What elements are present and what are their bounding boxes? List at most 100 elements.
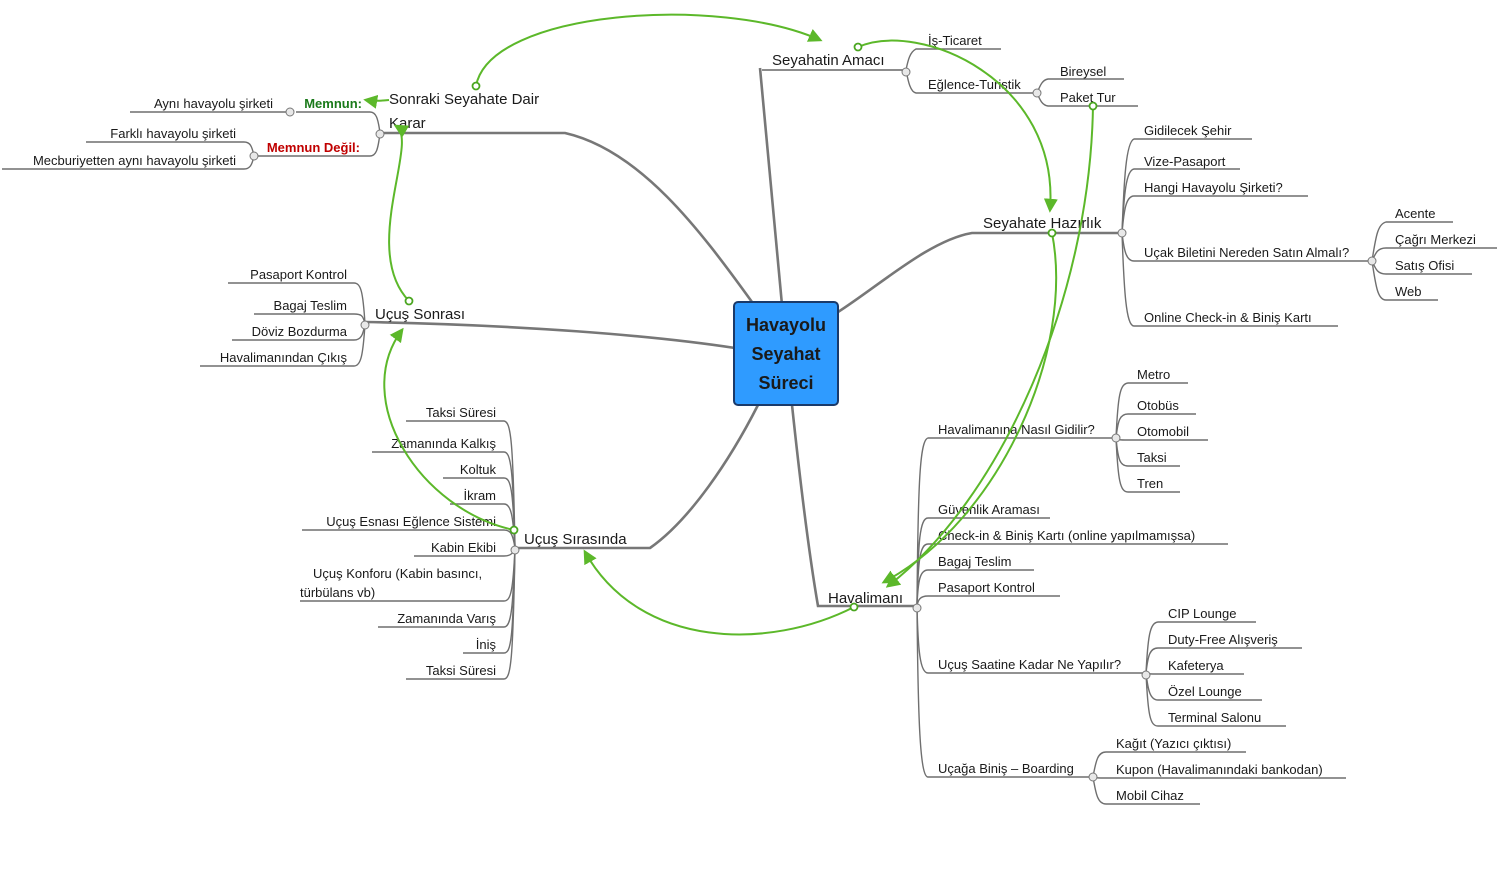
- amac-title[interactable]: Seyahatin Amacı: [772, 52, 885, 69]
- arrow-sirasinda-to-sonrasi-start[interactable]: [509, 525, 519, 535]
- saat-sub-3[interactable]: Özel Lounge: [1168, 684, 1242, 699]
- karar-title-line1[interactable]: Sonraki Seyahate Dair: [389, 91, 539, 108]
- bilet-sub-3[interactable]: Web: [1395, 284, 1422, 299]
- binis-sub-0[interactable]: Kağıt (Yazıcı çıktısı): [1116, 736, 1231, 751]
- bilet-sub-1[interactable]: Çağrı Merkezi: [1395, 232, 1476, 247]
- saat-sub-1[interactable]: Duty-Free Alışveriş: [1168, 632, 1278, 647]
- sonrasi-item-2[interactable]: Döviz Bozdurma: [252, 324, 348, 339]
- havalimani-bagaj[interactable]: Bagaj Teslim: [938, 554, 1011, 569]
- sonrasi-title[interactable]: Uçuş Sonrası: [375, 306, 465, 323]
- sirasinda-konfor-line2[interactable]: türbülans vb): [300, 585, 375, 600]
- saat-collapse-knob[interactable]: [1141, 670, 1151, 680]
- arrow-amac-to-hazirlik[interactable]: [857, 39, 1058, 213]
- havalimani-binis[interactable]: Uçağa Biniş – Boarding: [938, 761, 1074, 776]
- memnun-sub[interactable]: Aynı havayolu şirketi: [154, 96, 273, 111]
- amac-is[interactable]: İş-Ticaret: [928, 33, 982, 48]
- bilet-sub-0[interactable]: Acente: [1395, 206, 1435, 221]
- hazirlik-item-4[interactable]: Online Check-in & Biniş Kartı: [1144, 310, 1312, 325]
- branch-karar-line: [380, 131, 754, 303]
- sonrasi-item-1[interactable]: Bagaj Teslim: [274, 298, 347, 313]
- arrow-hazirlik-to-havalimani-start[interactable]: [1047, 228, 1057, 238]
- sirasinda-item-8[interactable]: Taksi Süresi: [426, 663, 496, 678]
- karar-collapse-knob[interactable]: [375, 129, 385, 139]
- hazirlik-title[interactable]: Seyahate Hazırlık: [983, 215, 1102, 232]
- karar-degil[interactable]: Memnun Değil:: [267, 140, 360, 155]
- arrow-sonrasi-to-karar[interactable]: [388, 124, 410, 302]
- sonrasi-item-0[interactable]: Pasaport Kontrol: [250, 267, 347, 282]
- arrow-paket-to-havalimani[interactable]: [885, 105, 1094, 588]
- sirasinda-item-0[interactable]: Taksi Süresi: [426, 405, 496, 420]
- degil-sub-0[interactable]: Farklı havayolu şirketi: [110, 126, 236, 141]
- sirasinda-item-2[interactable]: Koltuk: [460, 462, 497, 477]
- bilet-collapse-knob[interactable]: [1367, 256, 1377, 266]
- hazirlik-item-2[interactable]: Hangi Havayolu Şirketi?: [1144, 180, 1283, 195]
- havalimani-nasil[interactable]: Havalimanına Nasıl Gidilir?: [938, 422, 1095, 437]
- hazirlik-item-1[interactable]: Vize-Pasaport: [1144, 154, 1226, 169]
- binis-sub-1[interactable]: Kupon (Havalimanındaki bankodan): [1116, 762, 1323, 777]
- hazirlik-item-0[interactable]: Gidilecek Şehir: [1144, 123, 1232, 138]
- bilet-sub-2[interactable]: Satış Ofisi: [1395, 258, 1454, 273]
- nasil-sub-2[interactable]: Otomobil: [1137, 424, 1189, 439]
- saat-sub-2[interactable]: Kafeterya: [1168, 658, 1224, 673]
- havalimani-pasaport[interactable]: Pasaport Kontrol: [938, 580, 1035, 595]
- relationship-arrows: [363, 13, 1098, 636]
- branch-sirasinda-line: [515, 404, 760, 550]
- sirasinda-item-4[interactable]: Uçuş Esnası Eğlence Sistemi: [326, 514, 496, 529]
- sonrasi-item-3[interactable]: Havalimanından Çıkış: [220, 350, 348, 365]
- degil-collapse-knob[interactable]: [249, 151, 259, 161]
- branch-sonrasi-line: [364, 320, 736, 350]
- center-title-line1: Havayolu: [746, 315, 826, 335]
- arrow-karar-to-amac[interactable]: [475, 13, 823, 87]
- hazirlik-item-3[interactable]: Uçak Biletini Nereden Satın Almalı?: [1144, 245, 1349, 260]
- amac-bireysel[interactable]: Bireysel: [1060, 64, 1106, 79]
- arrow-karar-to-amac-start[interactable]: [471, 81, 481, 91]
- branch-hazirlik-line: [837, 231, 1120, 314]
- sirasinda-item-6[interactable]: Zamanında Varış: [397, 611, 496, 626]
- karar-memnun[interactable]: Memnun:: [304, 96, 362, 111]
- havalimani-guvenlik[interactable]: Güvenlik Araması: [938, 502, 1040, 517]
- arrow-karar-to-memnun[interactable]: [363, 94, 390, 109]
- degil-sub-1[interactable]: Mecburiyetten aynı havayolu şirketi: [33, 153, 236, 168]
- arrow-sonrasi-to-karar-start[interactable]: [404, 296, 414, 306]
- nasil-sub-0[interactable]: Metro: [1137, 367, 1170, 382]
- amac-eglence[interactable]: Eğlence-Turistik: [928, 77, 1021, 92]
- nasil-sub-3[interactable]: Taksi: [1137, 450, 1167, 465]
- main-branches: [364, 67, 1120, 608]
- saat-sub-0[interactable]: CIP Lounge: [1168, 606, 1236, 621]
- havalimani-saat[interactable]: Uçuş Saatine Kadar Ne Yapılır?: [938, 657, 1121, 672]
- amac-collapse-knob[interactable]: [901, 67, 911, 77]
- arrow-hazirlik-to-havalimani[interactable]: [881, 232, 1058, 584]
- arrow-havalimani-to-sirasinda[interactable]: [583, 549, 855, 636]
- arrow-paket-to-havalimani-start[interactable]: [1088, 101, 1098, 111]
- arrow-amac-to-hazirlik-start[interactable]: [853, 42, 863, 52]
- sirasinda-item-1[interactable]: Zamanında Kalkış: [391, 436, 496, 451]
- sirasinda-item-7[interactable]: İniş: [476, 637, 497, 652]
- binis-collapse-knob[interactable]: [1088, 772, 1098, 782]
- memnun-collapse-knob[interactable]: [285, 107, 295, 117]
- nasil-collapse-knob[interactable]: [1111, 433, 1121, 443]
- amac-paket[interactable]: Paket Tur: [1060, 90, 1116, 105]
- eglence-collapse-knob[interactable]: [1032, 88, 1042, 98]
- branch-karar: Sonraki Seyahate Dair Karar Memnun: Memn…: [2, 91, 539, 170]
- havalimani-title[interactable]: Havalimanı: [828, 590, 903, 607]
- havalimani-checkin[interactable]: Check-in & Biniş Kartı (online yapılmamı…: [938, 528, 1195, 543]
- branch-sonrasi: Uçuş Sonrası Pasaport Kontrol Bagaj Tesl…: [200, 267, 465, 367]
- sonrasi-collapse-knob[interactable]: [360, 320, 370, 330]
- hazirlik-collapse-knob[interactable]: [1117, 228, 1127, 238]
- sirasinda-title[interactable]: Uçuş Sırasında: [524, 531, 627, 548]
- nasil-sub-1[interactable]: Otobüs: [1137, 398, 1179, 413]
- center-node[interactable]: Havayolu Seyahat Süreci: [733, 301, 839, 406]
- sirasinda-item-3[interactable]: İkram: [464, 488, 497, 503]
- sirasinda-konfor-line1[interactable]: Uçuş Konforu (Kabin basıncı,: [313, 566, 482, 581]
- sirasinda-collapse-knob[interactable]: [510, 545, 520, 555]
- saat-sub-4[interactable]: Terminal Salonu: [1168, 710, 1261, 725]
- binis-sub-2[interactable]: Mobil Cihaz: [1116, 788, 1184, 803]
- arrow-havalimani-to-sirasinda-start[interactable]: [849, 602, 859, 612]
- arrow-sirasinda-to-sonrasi[interactable]: [383, 327, 515, 531]
- havalimani-collapse-knob[interactable]: [912, 603, 922, 613]
- nasil-sub-4[interactable]: Tren: [1137, 476, 1163, 491]
- sirasinda-item-5[interactable]: Kabin Ekibi: [431, 540, 496, 555]
- branch-havalimani-line: [790, 404, 915, 608]
- karar-title-line2[interactable]: Karar: [389, 115, 426, 132]
